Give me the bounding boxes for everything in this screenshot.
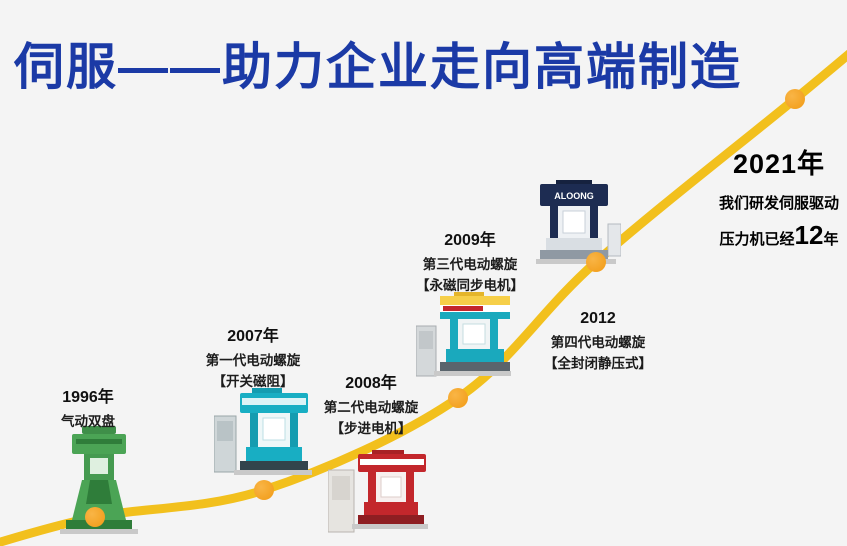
- milestone-dot-2012: [586, 252, 606, 272]
- machine-brand-text: ALOONG: [554, 191, 594, 201]
- milestone-1996: 1996年 气动双盘: [28, 383, 148, 432]
- milestone-2008-detail: 【步进电机】: [330, 421, 412, 436]
- milestone-2021-detail-prefix: 压力机已经: [719, 231, 795, 248]
- milestone-2012-desc: 第四代电动螺旋: [550, 335, 646, 350]
- machine-2008-screw-press-illustration: [328, 450, 428, 533]
- milestone-2012-detail: 【全封闭静压式】: [544, 356, 652, 371]
- machine-2007-screw-press-illustration: [214, 388, 312, 475]
- milestone-2021-detail-suffix: 年: [823, 231, 839, 248]
- milestone-2007-year: 2007年: [227, 328, 279, 345]
- milestone-dot-2008: [448, 388, 468, 408]
- milestone-2007-detail: 【开关磁阻】: [212, 374, 294, 389]
- milestone-dot-2007: [254, 480, 274, 500]
- milestone-2008-desc: 第二代电动螺旋: [323, 400, 419, 415]
- milestone-2007: 2007年 第一代电动螺旋 【开关磁阻】: [193, 322, 313, 392]
- milestone-2021-year: 2021年: [732, 149, 826, 179]
- milestone-2009-year: 2009年: [444, 232, 496, 249]
- milestone-2021-desc: 我们研发伺服驱动: [718, 195, 839, 212]
- machine-servo-press-illustration: ALOONG: [536, 180, 621, 264]
- milestone-2012-year: 2012: [580, 310, 616, 327]
- page-title: 伺服——助力企业走向高端制造: [14, 39, 742, 95]
- milestone-2021-years-count: 12: [794, 220, 824, 250]
- machine-2009-screw-press-illustration: [416, 292, 511, 377]
- milestone-dot-2021: [785, 89, 805, 109]
- milestone-2021-detail: 压力机已经12年: [702, 220, 847, 251]
- milestone-2009-detail: 【永磁同步电机】: [416, 278, 524, 293]
- milestone-dot-1996: [85, 507, 105, 527]
- milestone-2008-year: 2008年: [345, 375, 397, 392]
- milestone-1996-year: 1996年: [62, 389, 114, 406]
- milestone-2007-desc: 第一代电动螺旋: [205, 353, 301, 368]
- milestone-2021: 2021年 我们研发伺服驱动 压力机已经12年: [702, 142, 847, 251]
- milestone-1996-desc: 气动双盘: [61, 414, 115, 429]
- milestone-2009-desc: 第三代电动螺旋: [422, 257, 518, 272]
- milestone-2009: 2009年 第三代电动螺旋 【永磁同步电机】: [402, 226, 538, 296]
- milestone-2012: 2012 第四代电动螺旋 【全封闭静压式】: [530, 310, 666, 374]
- milestone-2008: 2008年 第二代电动螺旋 【步进电机】: [306, 369, 436, 439]
